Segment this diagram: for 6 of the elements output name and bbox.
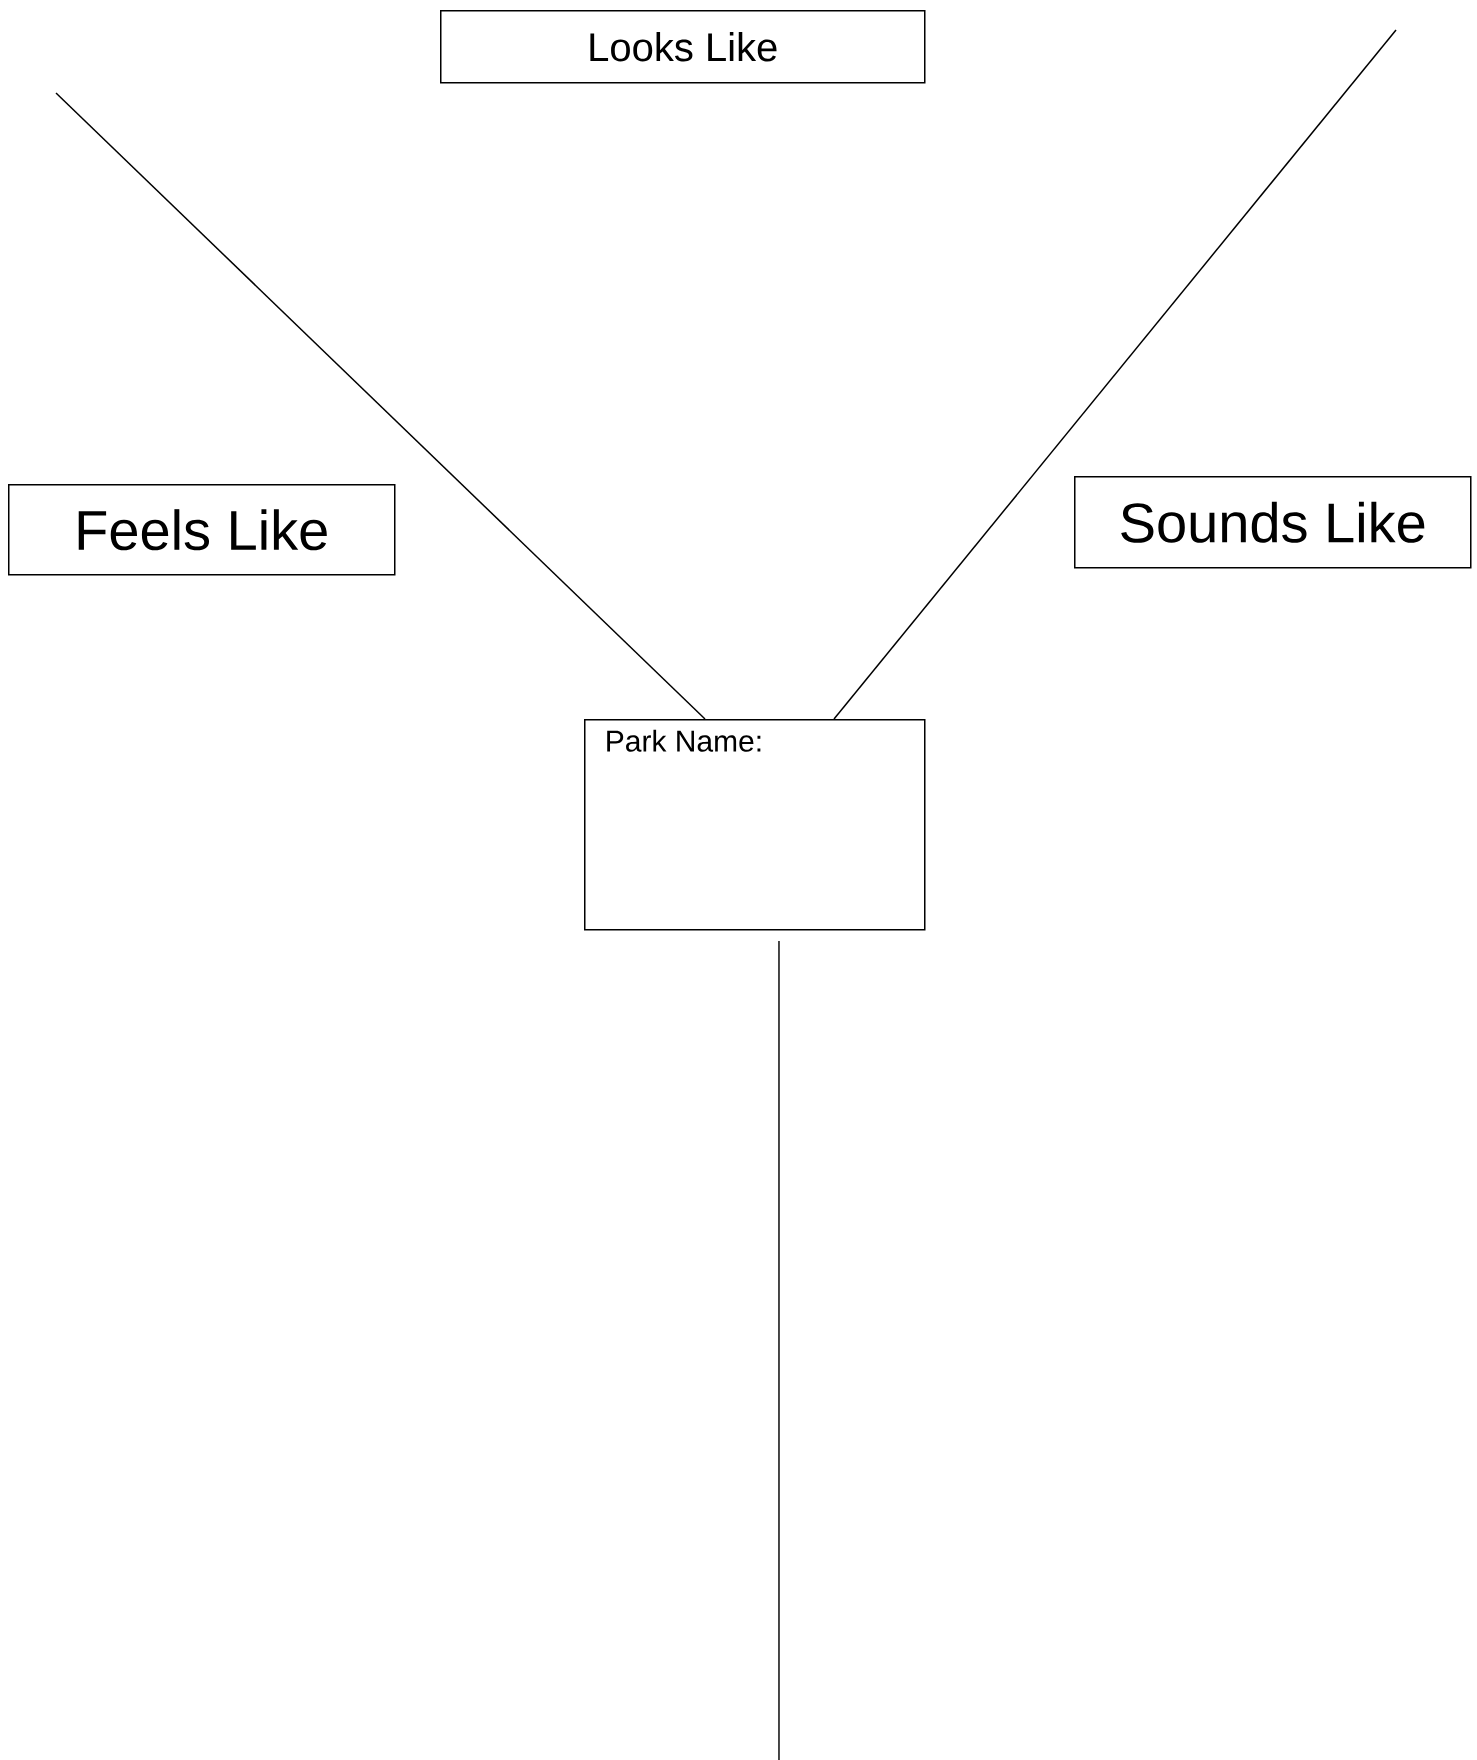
name-box: Park Name: bbox=[584, 719, 926, 931]
divider-line bbox=[833, 29, 1397, 720]
heading-box: Sounds Like bbox=[1074, 476, 1472, 569]
heading-box: Feels Like bbox=[8, 484, 396, 576]
heading-box: Looks Like bbox=[440, 10, 926, 84]
divider-line bbox=[55, 92, 706, 720]
